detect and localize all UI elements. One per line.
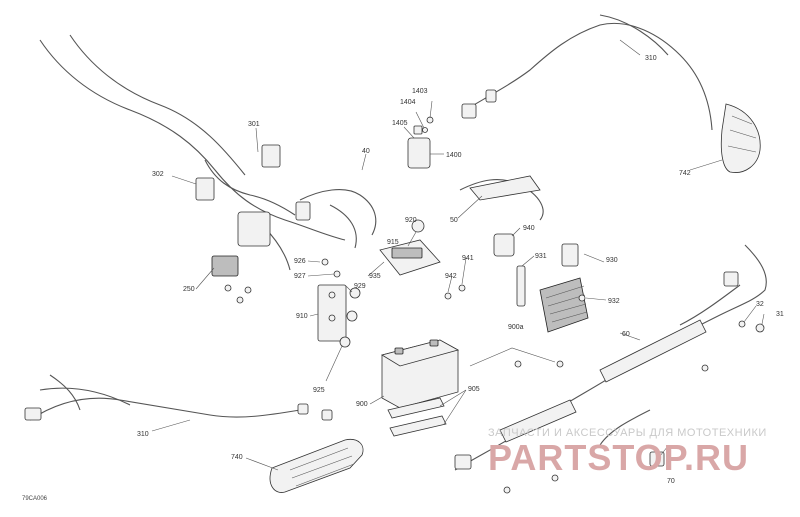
rear-harness-60 — [454, 244, 767, 494]
battery-900 — [380, 339, 460, 437]
relay-940 — [444, 233, 515, 300]
watermark-tagline: ЗАПЧАСТИ И АКСЕССУАРЫ ДЛЯ МОТОТЕХНИКИ — [488, 427, 767, 439]
callout-925: 925 — [313, 387, 325, 394]
callout-1403: 1403 — [412, 88, 428, 95]
callout-310-lower: 310 — [137, 431, 149, 438]
relay-assembly — [407, 116, 434, 169]
callout-40: 40 — [362, 148, 370, 155]
lower-harness-310 — [24, 374, 333, 421]
fuse-box-935 — [379, 219, 441, 276]
callout-32: 32 — [756, 301, 764, 308]
callout-742: 742 — [679, 170, 691, 177]
callout-31: 31 — [776, 311, 784, 318]
callout-labels: 301 302 250 40 1403 1404 1405 1400 310 7… — [137, 55, 784, 485]
battery-bracket-910 — [317, 258, 361, 348]
callout-910: 910 — [296, 313, 308, 320]
main-wiring-harness — [39, 34, 377, 304]
taillight-740 — [269, 438, 364, 493]
callout-310-upper: 310 — [645, 55, 657, 62]
callout-900a: 900a — [508, 324, 524, 331]
callout-915: 915 — [387, 239, 399, 246]
callout-931: 931 — [535, 253, 547, 260]
callout-900: 900 — [356, 401, 368, 408]
figure-code: 79CA006 — [22, 496, 48, 502]
callout-927: 927 — [294, 273, 306, 280]
watermark: ЗАПЧАСТИ И АКСЕССУАРЫ ДЛЯ МОТОТЕХНИКИ PA… — [488, 427, 767, 478]
callout-70: 70 — [667, 478, 675, 485]
upper-harness-310 — [461, 14, 713, 131]
callout-60: 60 — [622, 331, 630, 338]
callout-926: 926 — [294, 258, 306, 265]
voltage-regulator-930 — [516, 243, 589, 333]
callout-1405: 1405 — [392, 120, 408, 127]
callout-930: 930 — [606, 257, 618, 264]
callout-942: 942 — [445, 273, 457, 280]
callout-740: 740 — [231, 454, 243, 461]
bracket-50 — [459, 175, 544, 221]
callout-920: 920 — [405, 217, 417, 224]
leader-lines — [151, 39, 765, 471]
callout-50: 50 — [450, 217, 458, 224]
callout-929: 929 — [354, 283, 366, 290]
hardware-900a — [469, 347, 564, 368]
callout-301: 301 — [248, 121, 260, 128]
callout-935: 935 — [369, 273, 381, 280]
callout-941: 941 — [462, 255, 474, 262]
headlight-742 — [720, 103, 761, 173]
callout-905: 905 — [468, 386, 480, 393]
callout-940: 940 — [523, 225, 535, 232]
callout-302: 302 — [152, 171, 164, 178]
callout-1400: 1400 — [446, 152, 462, 159]
callout-932: 932 — [608, 298, 620, 305]
callout-250: 250 — [183, 286, 195, 293]
watermark-brand: PARTSTOP.RU — [488, 437, 749, 478]
callout-1404: 1404 — [400, 99, 416, 106]
